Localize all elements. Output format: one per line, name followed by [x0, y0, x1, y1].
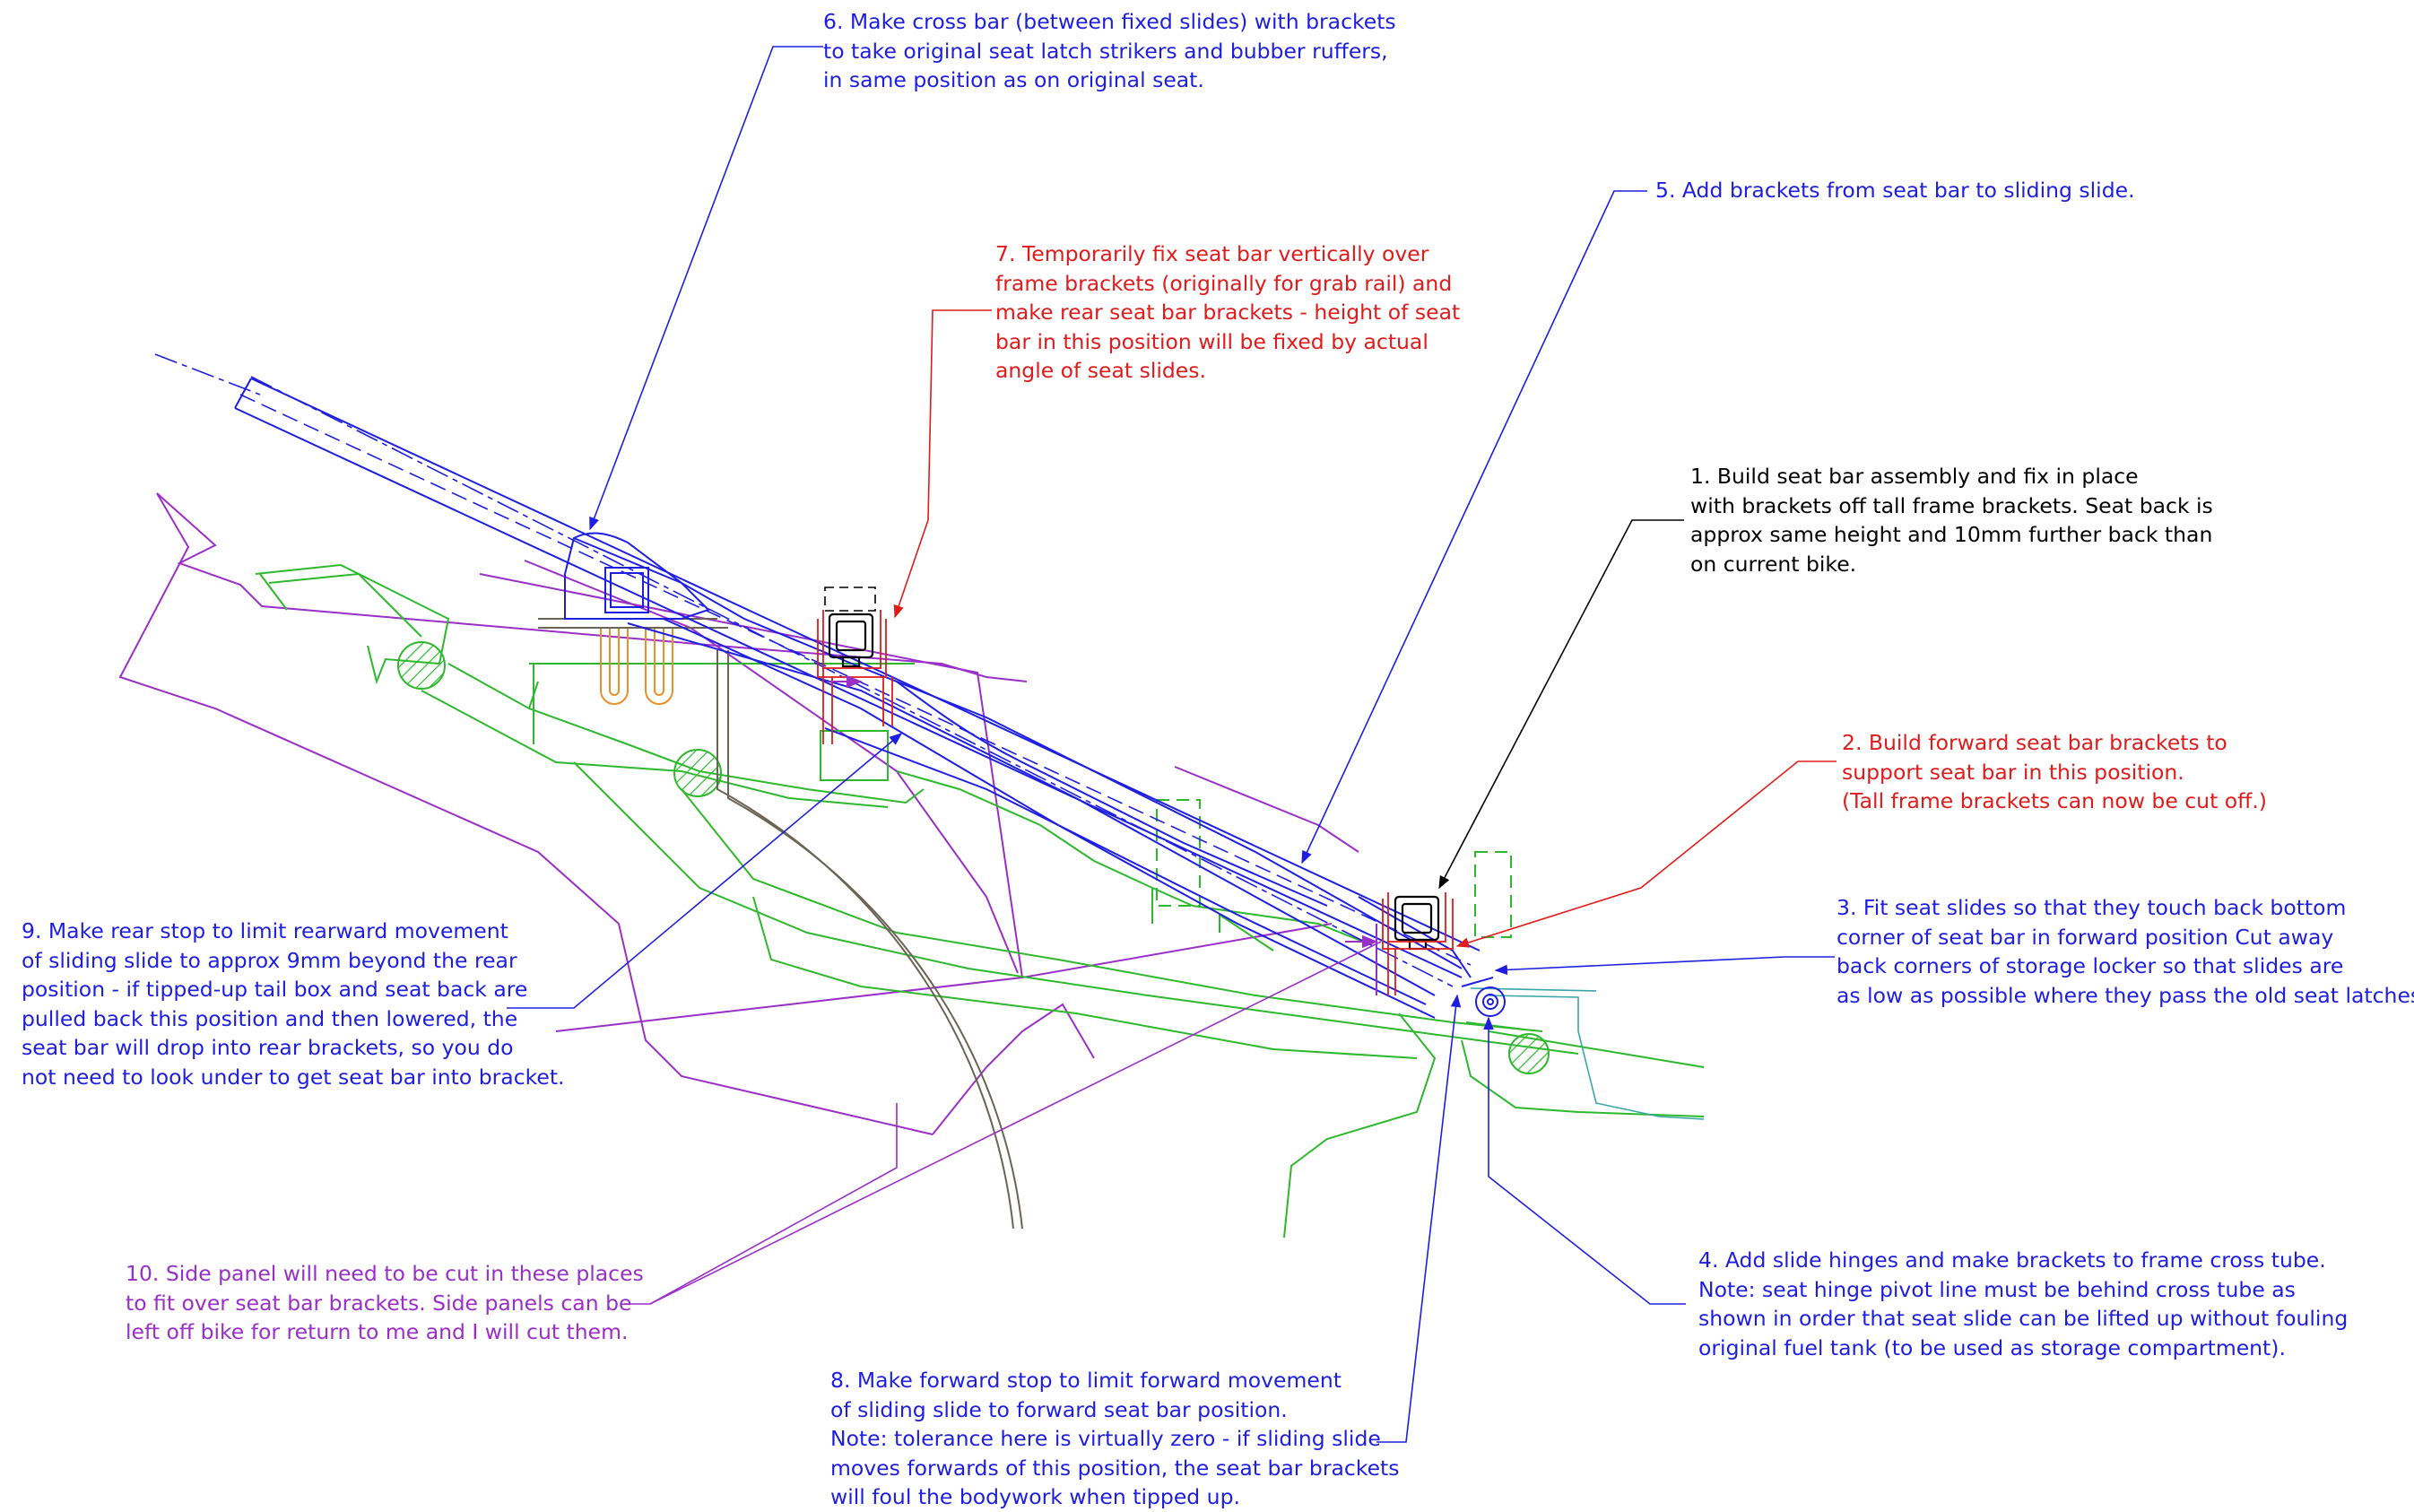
note-line: of sliding slide to approx 9mm beyond th… [22, 947, 517, 973]
note-line: 5. Add brackets from seat bar to sliding… [1655, 178, 2135, 203]
note-line: 6. Make cross bar (between fixed slides)… [823, 9, 1396, 34]
note-6: 6. Make cross bar (between fixed slides)… [823, 7, 1396, 95]
note-line: seat bar will drop into rear brackets, s… [22, 1035, 514, 1060]
note-line: of sliding slide to forward seat bar pos… [830, 1396, 1288, 1422]
seat-bar-assembly [154, 353, 1506, 1019]
note-line: with brackets off tall frame brackets. S… [1690, 492, 2213, 518]
note-line: 2. Build forward seat bar brackets to [1842, 730, 2227, 755]
note-line: make rear seat bar brackets - height of … [995, 300, 1461, 325]
leader-note-3 [1494, 956, 1835, 976]
note-line: moves forwards of this position, the sea… [830, 1455, 1400, 1481]
note-line: not need to look under to get seat bar i… [22, 1064, 565, 1090]
leader-note-2 [1455, 760, 1837, 948]
tall-frame-brackets [1156, 799, 1512, 938]
note-line: will foul the bodywork when tipped up. [830, 1484, 1240, 1509]
note-line: on current bike. [1690, 551, 1857, 577]
note-line: frame brackets (originally for grab rail… [995, 270, 1453, 296]
frame-cross-tubes [397, 641, 1550, 1074]
note-3: 3. Fit seat slides so that they touch ba… [1837, 893, 2414, 1010]
note-line: position - if tipped-up tail box and sea… [22, 977, 528, 1002]
note-line: bar in this position will be fixed by ac… [995, 328, 1428, 354]
note-4: 4. Add slide hinges and make brackets to… [1698, 1246, 2348, 1362]
leader-note-1 [1438, 519, 1684, 890]
note-line: to take original seat latch strikers and… [823, 38, 1388, 64]
note-2: 2. Build forward seat bar brackets to su… [1842, 728, 2267, 816]
note-line: 7. Temporarily fix seat bar vertically o… [995, 241, 1429, 266]
note-7: 7. Temporarily fix seat bar vertically o… [995, 239, 1460, 386]
note-line: 3. Fit seat slides so that they touch ba… [1837, 895, 2347, 920]
note-line: pulled back this position and then lower… [22, 1005, 518, 1031]
note-9: 9. Make rear stop to limit rearward move… [22, 917, 565, 1091]
note-line: left off bike for return to me and I wil… [126, 1319, 629, 1344]
note-line: shown in order that seat slide can be li… [1698, 1306, 2349, 1331]
note-line: Note: tolerance here is virtually zero -… [830, 1426, 1381, 1451]
note-line: 4. Add slide hinges and make brackets to… [1698, 1247, 2326, 1273]
leader-lines [507, 46, 1837, 1443]
leader-note-9 [507, 733, 903, 1009]
note-line: corner of seat bar in forward position C… [1837, 924, 2334, 950]
leader-note-10-a [624, 941, 1382, 1305]
slide-stops [829, 674, 1378, 995]
note-line: approx same height and 10mm further back… [1690, 522, 2213, 547]
note-line: angle of seat slides. [995, 358, 1206, 383]
leader-note-7 [893, 309, 992, 619]
frame-outline [255, 563, 1705, 1238]
leader-note-10-b [649, 1103, 898, 1305]
storage-locker-edge [1470, 987, 1705, 1120]
note-line: Note: seat hinge pivot line must be behi… [1698, 1276, 2296, 1302]
leader-note-4 [1483, 1016, 1686, 1305]
note-line: back corners of storage locker so that s… [1837, 953, 2344, 978]
note-line: 10. Side panel will need to be cut in th… [126, 1261, 644, 1286]
side-stay [538, 618, 1023, 1230]
note-1: 1. Build seat bar assembly and fix in pl… [1690, 462, 2213, 578]
seat-bar-brackets [824, 587, 1440, 951]
note-10: 10. Side panel will need to be cut in th… [126, 1259, 644, 1347]
note-8: 8. Make forward stop to limit forward mo… [830, 1366, 1400, 1512]
note-5: 5. Add brackets from seat bar to sliding… [1655, 176, 2135, 205]
note-line: support seat bar in this position. [1842, 759, 2184, 785]
note-line: as low as possible where they pass the o… [1837, 982, 2414, 1008]
note-line: in same position as on original seat. [823, 67, 1204, 92]
leader-note-8 [1376, 994, 1462, 1443]
note-line: 9. Make rear stop to limit rearward move… [22, 918, 508, 943]
note-line: 8. Make forward stop to limit forward mo… [830, 1368, 1342, 1393]
note-line: original fuel tank (to be used as storag… [1698, 1334, 2286, 1360]
note-line: to fit over seat bar brackets. Side pane… [126, 1290, 632, 1316]
note-line: 1. Build seat bar assembly and fix in pl… [1690, 464, 2139, 489]
leader-note-5 [1301, 190, 1647, 865]
leader-note-6 [589, 46, 823, 531]
note-line: (Tall frame brackets can now be cut off.… [1842, 788, 2267, 813]
